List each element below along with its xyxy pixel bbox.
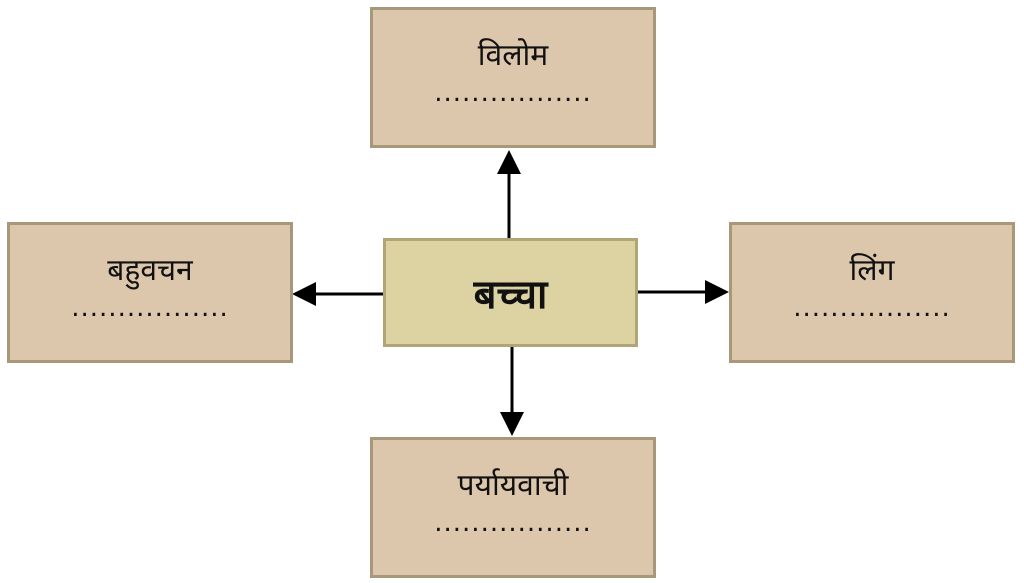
center-word: बच्चा: [473, 272, 548, 318]
synonym-blank: .................: [434, 508, 592, 538]
plural-label: बहुवचन: [107, 253, 193, 288]
gender-label: लिंग: [849, 253, 895, 288]
antonym-label: विलोम: [477, 38, 549, 73]
center-word-box: बच्चा: [383, 238, 638, 347]
synonym-box: पर्यायवाची .................: [370, 437, 656, 578]
gender-blank: .................: [793, 293, 951, 323]
plural-box: बहुवचन .................: [7, 222, 293, 363]
antonym-box: विलोम .................: [370, 7, 656, 148]
plural-blank: .................: [71, 293, 229, 323]
antonym-blank: .................: [434, 78, 592, 108]
gender-box: लिंग .................: [729, 222, 1015, 363]
synonym-label: पर्यायवाची: [457, 468, 569, 503]
